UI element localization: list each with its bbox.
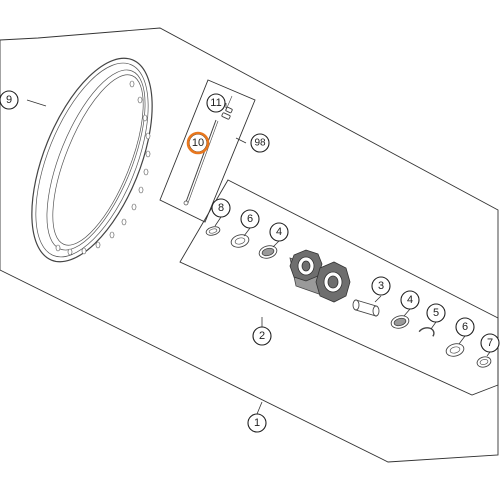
callout-9: 9: [0, 90, 19, 110]
bearing-4-left: [258, 245, 278, 259]
callout-6-right: 6: [455, 317, 475, 337]
spacer-6-right: [445, 343, 465, 357]
spacer-sleeve-3: [352, 299, 380, 317]
callout-4-left: 4: [269, 222, 289, 242]
spoke-nipple: [221, 95, 233, 120]
callout-10-label: 10: [192, 137, 204, 149]
callout-7: 7: [480, 333, 500, 353]
callout-98-label: 98: [254, 138, 266, 149]
callout-10-highlighted: 10: [186, 131, 210, 155]
callout-98: 98: [250, 133, 270, 153]
callout-3-label: 3: [378, 280, 384, 292]
wheel-assembly-outline: [0, 27, 499, 463]
callout-5: 5: [426, 303, 446, 323]
callout-1: 1: [247, 413, 267, 433]
callout-11-label: 11: [210, 97, 221, 109]
callout-11: 11: [206, 93, 226, 113]
callout-1-label: 1: [254, 417, 260, 429]
callout-5-label: 5: [433, 307, 439, 319]
leader-lines: [26, 99, 491, 415]
callout-4-left-label: 4: [276, 226, 282, 238]
callout-4-right-label: 4: [407, 294, 413, 306]
callout-9-label: 9: [6, 94, 12, 106]
callout-8-label: 8: [218, 202, 224, 214]
callout-2: 2: [252, 326, 272, 346]
callout-6-left: 6: [240, 209, 260, 229]
rim: [31, 57, 153, 263]
callout-7-label: 7: [487, 337, 493, 349]
circlip-5: [418, 327, 435, 337]
hub-body: [289, 249, 351, 303]
callout-2-label: 2: [259, 330, 265, 342]
callout-6-left-label: 6: [247, 213, 253, 225]
spoke-kit-outline: [159, 79, 256, 223]
callout-8: 8: [211, 198, 231, 218]
callout-6-right-label: 6: [462, 321, 468, 333]
callout-3: 3: [371, 276, 391, 296]
seal-ring-7: [476, 356, 492, 368]
bearing-4-right: [390, 315, 410, 329]
hub-assembly-outline: [179, 179, 499, 396]
callout-4-right: 4: [400, 290, 420, 310]
highlight-ring: [186, 131, 210, 155]
spacer-6-left: [230, 234, 250, 248]
rim-spoke-holes: [55, 80, 151, 256]
spoke: [183, 119, 219, 206]
seal-ring-8: [205, 226, 221, 236]
